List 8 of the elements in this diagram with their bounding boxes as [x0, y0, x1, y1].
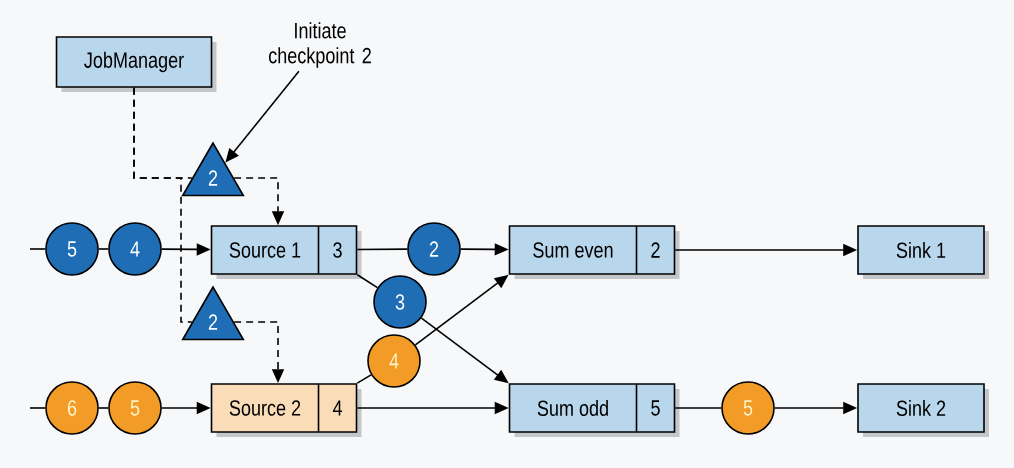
operator-box: Sum even 2 [508, 225, 680, 279]
process-box: JobManager [55, 36, 217, 92]
operator-box: Source 1 3 [210, 225, 362, 279]
process-box: Sink 2 [857, 383, 989, 437]
operator-box: Sum odd 5 [508, 383, 680, 437]
operator-box: Source 2 4 [210, 383, 362, 437]
callout-text: Initiate checkpoint 2 [268, 22, 371, 68]
process-box: Sink 1 [857, 225, 989, 279]
